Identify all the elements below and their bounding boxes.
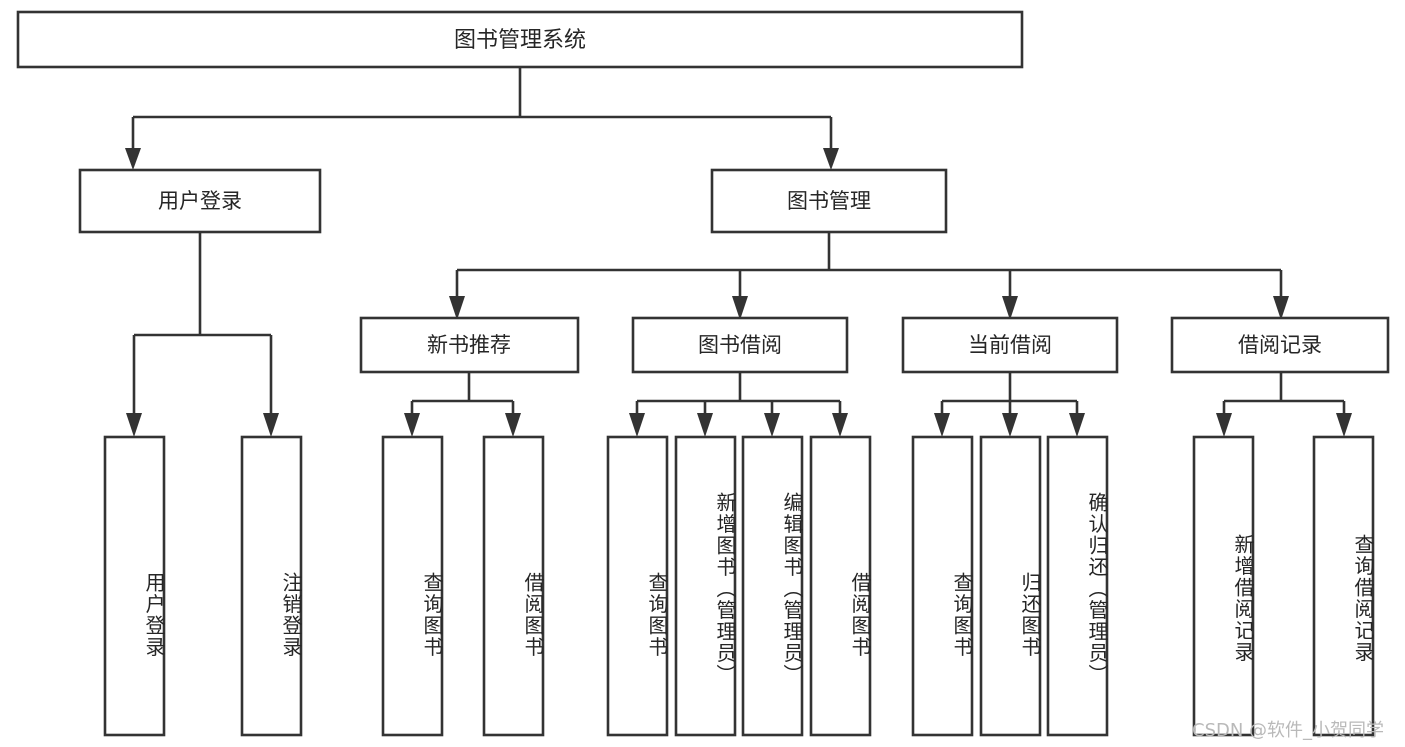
- arrow-head-newbook-2: [505, 413, 521, 437]
- node-box-leaf-book-borrow-3[interactable]: [809, 435, 872, 737]
- node-layer: 图书管理系统 用户登录 图书管理 新书推荐 图书借阅 当前借阅 借阅记录: [16, 10, 1390, 737]
- arrow-head-borrow-1: [629, 413, 645, 437]
- node-label-current-borrow: 当前借阅: [968, 333, 1052, 357]
- node-box-book-management[interactable]: [710, 168, 948, 234]
- arrow-head-current-2: [1002, 413, 1018, 437]
- node-label-root: 图书管理系统: [454, 28, 586, 53]
- node-label-book-borrow: 图书借阅: [698, 333, 782, 357]
- arrow-head-level2-1: [125, 148, 141, 170]
- arrow-head-borrow-2: [697, 413, 713, 437]
- node-box-leaf-current-borrow-0[interactable]: [911, 435, 974, 737]
- arrow-head-newbook-1: [404, 413, 420, 437]
- node-box-new-book-recommend[interactable]: [359, 316, 580, 374]
- arrow-head-level3-3: [1002, 296, 1018, 320]
- node-box-book-borrow[interactable]: [631, 316, 849, 374]
- node-box-leaf-current-borrow-2[interactable]: [1046, 435, 1109, 737]
- csdn-watermark: CSDN @软件_小贺同学: [1192, 720, 1385, 741]
- node-box-leaf-new-book-1[interactable]: [482, 435, 545, 737]
- node-label-new-book-recommend: 新书推荐: [427, 333, 511, 357]
- node-box-current-borrow[interactable]: [901, 316, 1119, 374]
- connector-layer: [125, 67, 1352, 437]
- node-label-user-login: 用户登录: [158, 189, 242, 213]
- arrow-head-userlogin-2: [263, 413, 279, 437]
- arrow-head-level3-2: [732, 296, 748, 320]
- arrow-head-level2-2: [823, 148, 839, 170]
- node-box-leaf-current-borrow-1[interactable]: [979, 435, 1042, 737]
- node-box-leaf-book-borrow-2[interactable]: [741, 435, 804, 737]
- node-box-root[interactable]: [16, 10, 1024, 69]
- arrow-head-borrow-3: [764, 413, 780, 437]
- node-box-leaf-book-borrow-0[interactable]: [606, 435, 669, 737]
- node-label-book-management: 图书管理: [787, 189, 871, 213]
- node-box-leaf-new-book-0[interactable]: [381, 435, 444, 737]
- node-box-leaf-book-borrow-1[interactable]: [674, 435, 737, 737]
- node-box-leaf-borrow-record-1[interactable]: [1312, 435, 1375, 737]
- arrow-head-current-3: [1069, 413, 1085, 437]
- node-box-user-login[interactable]: [78, 168, 322, 234]
- node-box-leaf-user-login-1[interactable]: [240, 435, 303, 737]
- arrow-head-level3-4: [1273, 296, 1289, 320]
- node-box-leaf-borrow-record-0[interactable]: [1192, 435, 1255, 737]
- arrow-head-current-1: [934, 413, 950, 437]
- arrow-head-record-2: [1336, 413, 1352, 437]
- arrow-head-userlogin-1: [126, 413, 142, 437]
- node-box-borrow-record[interactable]: [1170, 316, 1390, 374]
- node-box-leaf-user-login-0[interactable]: [103, 435, 166, 737]
- arrow-head-borrow-4: [832, 413, 848, 437]
- arrow-head-record-1: [1216, 413, 1232, 437]
- arrow-head-level3-1: [449, 296, 465, 320]
- node-label-borrow-record: 借阅记录: [1238, 333, 1322, 357]
